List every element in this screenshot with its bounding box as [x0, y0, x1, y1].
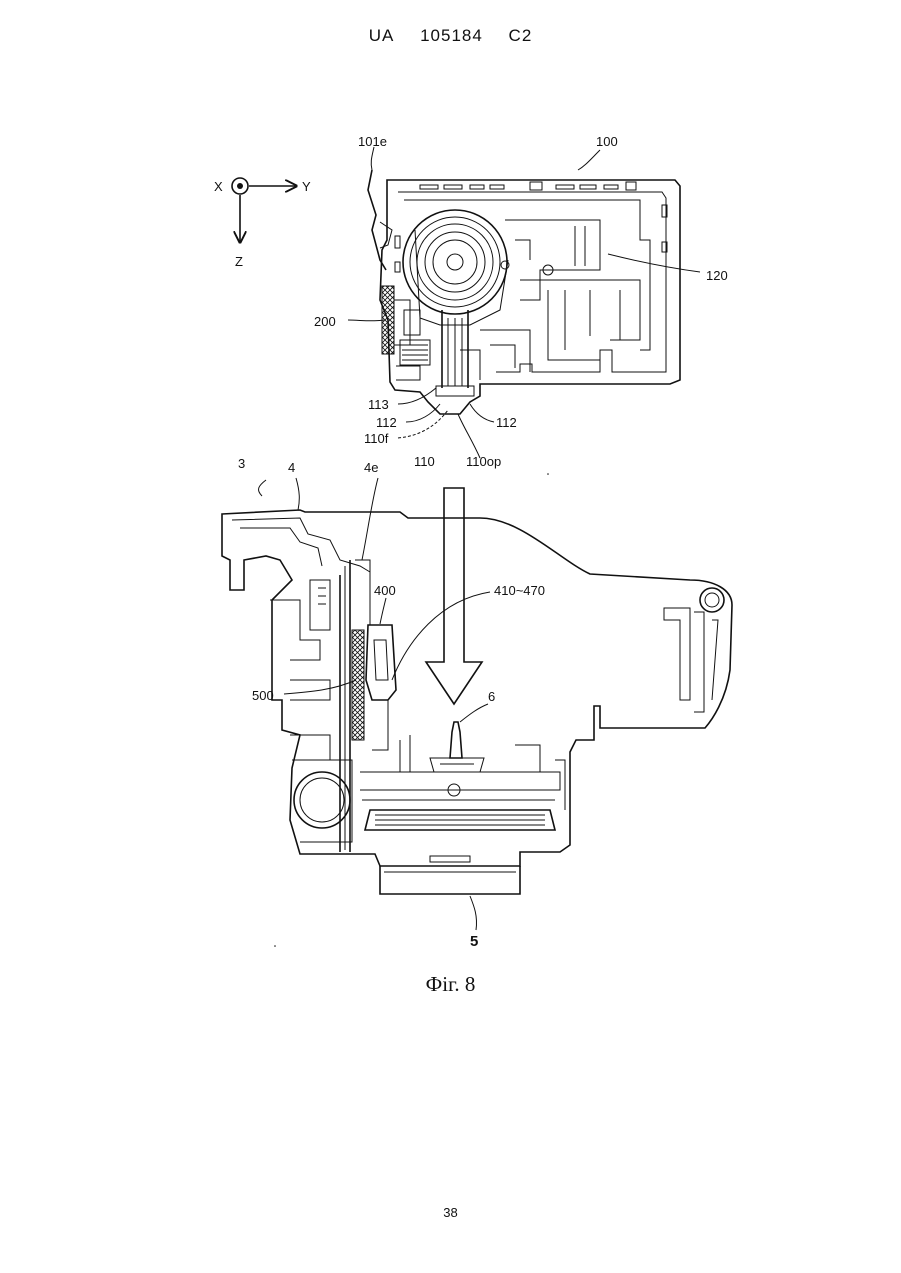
axis-z-label: Z: [235, 254, 243, 269]
label-500: 500: [252, 688, 274, 703]
needle-6: [430, 722, 484, 796]
label-5: 5: [470, 933, 478, 950]
axis-indicator: X Y Z: [214, 178, 311, 269]
label-4: 4: [288, 460, 295, 475]
speck-mark: [547, 473, 549, 475]
label-410-470: 410~470: [494, 583, 545, 598]
label-110f: 110f: [364, 431, 389, 446]
axis-x-label: X: [214, 179, 223, 194]
label-113: 113: [368, 397, 389, 412]
label-400: 400: [374, 583, 396, 598]
label-120: 120: [706, 268, 728, 283]
label-110op: 110op: [466, 454, 501, 469]
speck-mark: [274, 945, 276, 947]
label-100: 100: [596, 134, 618, 149]
carriage-3: [222, 510, 732, 894]
page-number: 38: [0, 1205, 901, 1220]
label-200: 200: [314, 314, 336, 329]
label-112-right: 112: [496, 415, 517, 430]
label-3: 3: [238, 456, 245, 471]
label-4e: 4e: [364, 460, 378, 475]
label-112-left: 112: [376, 415, 397, 430]
label-101e: 101e: [358, 134, 387, 149]
cartridge-100: [368, 170, 680, 414]
label-110: 110: [414, 454, 435, 469]
axis-y-label: Y: [302, 179, 311, 194]
label-6: 6: [488, 689, 495, 704]
figure-caption: Фіг. 8: [0, 972, 901, 997]
